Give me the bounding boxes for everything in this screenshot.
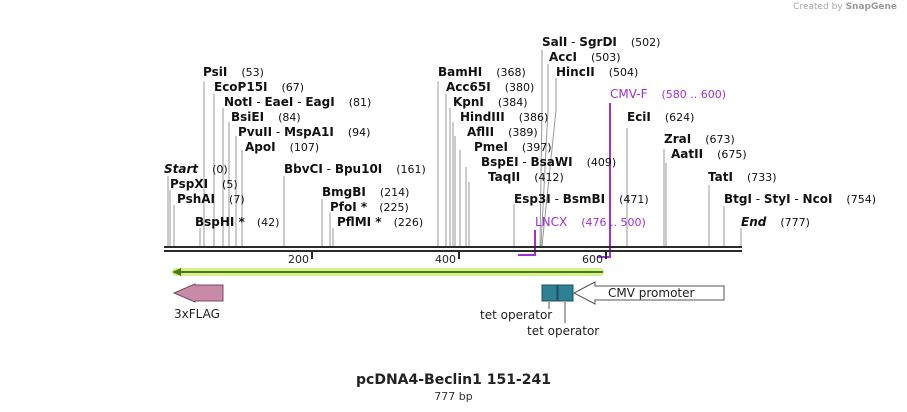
site-label-bamhi: BamHI(368) <box>438 65 526 79</box>
map-length: 777 bp <box>434 390 473 403</box>
snapgene-watermark: Created by SnapGene <box>793 2 897 12</box>
tet-operator-label-2: tet operator <box>527 324 599 338</box>
ruler-tick-200: 200 <box>288 253 309 266</box>
site-label-bspei: BspEI - BsaWI(409) <box>481 155 616 169</box>
site-leader-lines <box>167 50 742 247</box>
site-label-ecop15i: EcoP15I(67) <box>214 80 304 94</box>
site-label-zrai: ZraI(673) <box>664 132 735 146</box>
site-label-aatii: AatII(675) <box>671 147 747 161</box>
dna-backbone <box>164 246 742 252</box>
ruler-tick-600: 600 <box>582 253 603 266</box>
tet-operator-label-1: tet operator <box>480 308 552 322</box>
site-label-noti: NotI - EaeI - EagI(81) <box>224 95 371 109</box>
site-label-lncx: LNCX(476 .. 500) <box>535 215 646 229</box>
feature-cmv-promoter <box>572 281 725 305</box>
feature-cmv-promoter-label: CMV promoter <box>608 286 695 300</box>
site-label-acci: AccI(503) <box>549 50 621 64</box>
primer-cmv-f-marker <box>597 103 611 258</box>
site-label-acc65i: Acc65I(380) <box>446 80 534 94</box>
site-label-cmv-f: CMV-F(580 .. 600) <box>610 87 726 101</box>
site-label-pflmi: PflMI *(226) <box>337 215 423 229</box>
site-label-pmei: PmeI(397) <box>474 140 552 154</box>
feature-tet-operator-boxes <box>541 284 574 323</box>
site-label-psii: PsiI(53) <box>203 65 264 79</box>
site-label-kpni: KpnI(384) <box>453 95 528 109</box>
site-label-pvuii: PvuII - MspA1I(94) <box>238 125 370 139</box>
ruler-ticks <box>311 252 607 259</box>
site-label-bmgbi: BmgBI(214) <box>322 185 409 199</box>
site-label-bbvci: BbvCI - Bpu10I(161) <box>284 162 426 176</box>
site-label-esp3i: Esp3I - BsmBI(471) <box>514 192 649 206</box>
site-label-aflii: AflII(389) <box>467 125 538 139</box>
site-label-hindiii: HindIII(386) <box>460 110 548 124</box>
feature-3xflag-label: 3xFLAG <box>174 307 220 321</box>
ruler-tick-400: 400 <box>435 253 456 266</box>
site-label-end: End(777) <box>741 215 810 229</box>
site-label-bsphi: BspHI *(42) <box>195 215 279 229</box>
orf-arrow <box>172 268 604 276</box>
site-label-start: Start(0) <box>164 162 228 176</box>
site-label-taqii: TaqII(412) <box>488 170 564 184</box>
site-label-pspxi: PspXI(5) <box>170 177 238 191</box>
site-label-apoi: ApoI(107) <box>245 140 319 154</box>
site-label-sali: SalI - SgrDI(502) <box>542 35 660 49</box>
feature-3xflag <box>172 283 224 303</box>
site-label-bsiei: BsiEI(84) <box>231 110 301 124</box>
watermark-brand: SnapGene <box>845 2 897 12</box>
site-label-pfoi: PfoI *(225) <box>330 200 409 214</box>
site-label-ecii: EciI(624) <box>627 110 694 124</box>
watermark-prefix: Created by <box>793 2 843 12</box>
site-label-tati: TatI(733) <box>708 170 777 184</box>
primer-lncx-marker <box>518 230 536 256</box>
site-label-btgi: BtgI - StyI - NcoI(754) <box>724 192 876 206</box>
site-label-pshai: PshAI(7) <box>177 192 245 206</box>
site-label-hincii: HincII(504) <box>556 65 638 79</box>
map-title: pcDNA4-Beclin1 151-241 <box>356 372 551 388</box>
